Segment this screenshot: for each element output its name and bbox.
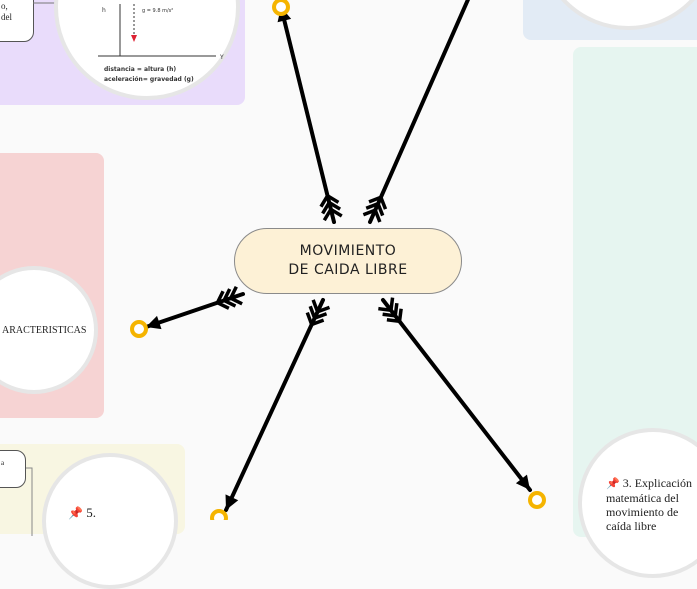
- triple-chevron-icon: [322, 206, 343, 222]
- arrowhead-icon: [515, 474, 530, 490]
- triple-chevron-icon: [386, 308, 403, 324]
- central-topic-line-1: MOVIMIENTO: [299, 243, 397, 259]
- endpoint-ring-icon: [210, 509, 228, 520]
- triple-chevron-icon: [228, 285, 243, 306]
- topic-3-line-1: 3. Explicación: [622, 476, 693, 490]
- triple-chevron-icon: [382, 302, 399, 318]
- topic-3-line-4: caída libre: [606, 519, 657, 533]
- triple-chevron-icon: [308, 305, 328, 321]
- axis-y-label: Y: [219, 54, 224, 61]
- endpoint-ring-icon: [130, 320, 148, 338]
- caracteristicas-label: ARACTERISTICAS: [2, 325, 87, 336]
- graph-image: h g = 9.8 m/s² Y distancia = altura (h) …: [98, 4, 224, 83]
- top-left-node-text-1: o,: [1, 1, 8, 11]
- connector-top-right-line: [368, 0, 470, 224]
- topic-3-line-3: movimiento de: [606, 505, 679, 519]
- connector-left-line: [144, 292, 245, 329]
- central-topic[interactable]: MOVIMIENTO DE CAIDA LIBRE: [234, 228, 462, 294]
- triple-chevron-icon: [319, 193, 340, 208]
- triple-chevron-icon: [378, 297, 395, 313]
- top-left-node[interactable]: o, del: [0, 0, 34, 42]
- topic-3-line-2: matemática del: [606, 491, 679, 505]
- pin-icon: 📌: [68, 506, 83, 520]
- connector-bottom-left-line: [224, 298, 325, 512]
- pin-icon: 📌: [606, 478, 620, 490]
- triple-chevron-icon: [368, 195, 388, 210]
- connector-bottom-right-line: [381, 298, 532, 492]
- triple-chevron-icon: [221, 288, 237, 308]
- top-left-node-text-2: del: [1, 12, 12, 22]
- bottom-left-node[interactable]: a: [0, 450, 26, 488]
- triple-chevron-icon: [362, 207, 382, 223]
- triple-chevron-icon: [305, 311, 325, 327]
- formula-label: g = 9.8 m/s²: [142, 8, 173, 14]
- caption-distance: distancia = altura (h): [104, 66, 176, 73]
- triple-chevron-icon: [321, 200, 342, 215]
- arrowhead-icon: [146, 315, 162, 330]
- triple-chevron-icon: [365, 201, 385, 217]
- arrowhead-icon: [225, 494, 239, 510]
- caracteristicas-circle[interactable]: ARACTERISTICAS: [0, 266, 98, 394]
- triple-chevron-icon: [215, 290, 230, 310]
- axis-h-label: h: [102, 7, 106, 14]
- topic-5-label-wrap: 📌 5.: [68, 505, 96, 521]
- bottom-left-node-text: a: [1, 459, 5, 467]
- central-topic-line-2: DE CAIDA LIBRE: [288, 262, 408, 278]
- caption-acceleration: aceleración= gravedad (g): [104, 76, 194, 83]
- connector-layer: [130, 0, 546, 520]
- connector-top-left-line: [279, 5, 336, 224]
- endpoint-ring-icon: [528, 491, 546, 509]
- triple-chevron-icon: [311, 299, 331, 315]
- endpoint-ring-icon: [272, 0, 290, 16]
- topic-5-label: 5.: [86, 505, 96, 520]
- bottom-left-connector: [26, 467, 33, 536]
